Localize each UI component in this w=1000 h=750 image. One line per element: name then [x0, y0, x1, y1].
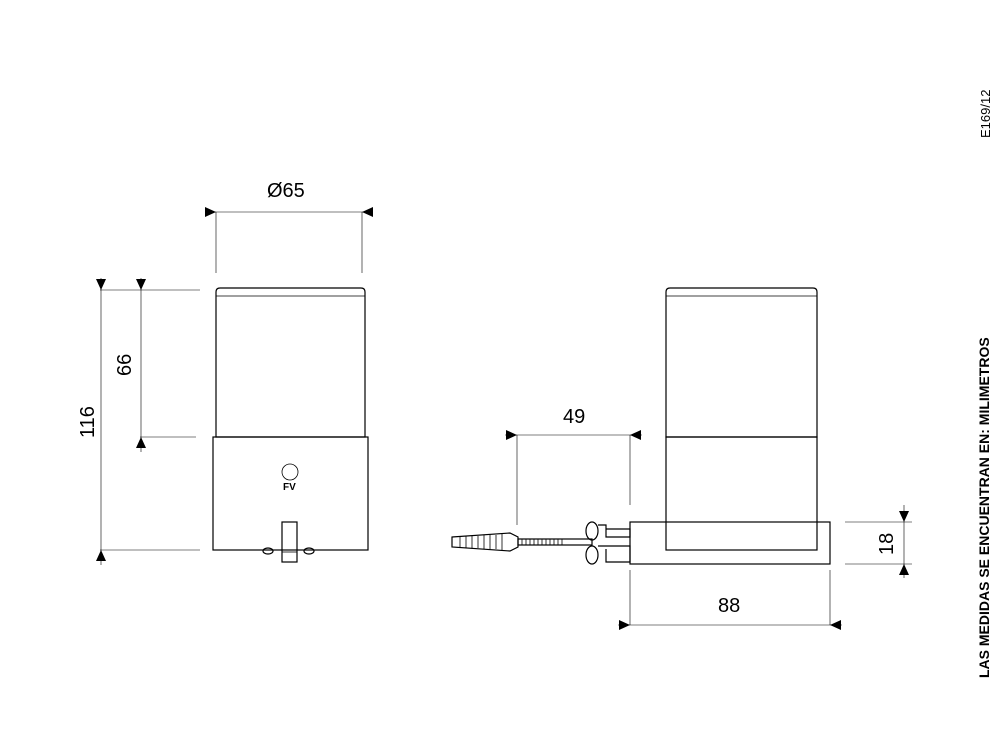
side-holder-body [665, 436, 818, 551]
dim-projection: 49 [563, 406, 585, 428]
fv-logo-icon: FV [281, 463, 299, 493]
side-view: 49 18 88 [451, 287, 912, 630]
side-glass [665, 287, 818, 438]
dim-total-height: 116 [77, 406, 99, 438]
front-glass [215, 287, 366, 438]
svg-text:FV: FV [283, 482, 296, 493]
dim-diameter: Ø65 [267, 180, 305, 202]
front-holder-body [212, 436, 369, 551]
units-note: LAS MEDIDAS SE ENCUENTRAN EN: MILIMETROS [976, 337, 992, 678]
side-wall-plate [629, 521, 831, 565]
front-mount-hook [281, 521, 298, 563]
screw-assembly [451, 521, 631, 565]
front-view: FV Ø65 116 66 [77, 180, 373, 565]
dim-glass-height: 66 [114, 354, 136, 376]
dim-plate-height: 18 [876, 533, 898, 555]
drawing-code: E169/12 [978, 90, 993, 138]
dim-plate-width: 88 [718, 595, 740, 617]
